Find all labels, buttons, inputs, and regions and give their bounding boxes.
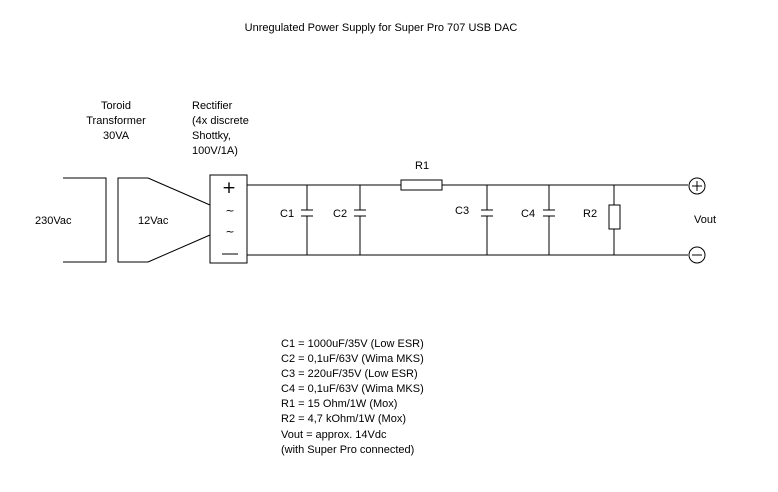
vout-label: Vout [694,214,716,226]
transformer-label-line2: Transformer [86,115,146,127]
c4-label: C4 [521,208,535,220]
output-negative-terminal [688,246,706,264]
note-line: Vout = approx. 14Vdc [281,428,387,441]
output-positive-terminal [688,177,706,195]
c3-label: C3 [455,205,469,217]
c2-label: C2 [333,208,347,220]
rectifier-label-line2: (4x discrete [192,115,249,127]
rectifier-label-line3: Shottky, [192,130,231,142]
resistor-r2 [608,204,621,230]
rectifier-ac-terminal-1: ~ [225,204,234,217]
resistor-r1 [400,179,443,191]
note-line: C3 = 220uF/35V (Low ESR) [281,368,418,381]
secondary-lead-top [147,177,211,206]
secondary-lead-bottom [147,234,211,263]
r1-label: R1 [415,160,429,172]
rectifier-plus-terminal: + [222,178,236,198]
r2-label: R2 [583,208,597,220]
diagram-title: Unregulated Power Supply for Super Pro 7… [245,22,518,34]
c1-label: C1 [280,208,294,220]
rectifier-label-line4: 100V/1A) [192,145,238,157]
note-line: C1 = 1000uF/35V (Low ESR) [281,338,424,350]
note-line: R1 = 15 Ohm/1W (Mox) [281,398,398,411]
note-line: (with Super Pro connected) [281,443,415,456]
note-line: C4 = 0,1uF/63V (Wima MKS) [281,383,424,396]
component-notes: C1 = 1000uF/35V (Low ESR) C2 = 0,1uF/63V… [281,337,541,458]
rectifier-ac-terminal-2: ~ [225,225,234,238]
primary-voltage-label: 230Vac [35,215,72,227]
secondary-voltage-label: 12Vac [138,215,169,227]
transformer-secondary-winding [117,177,148,263]
transformer-label-line3: 30VA [103,130,130,142]
transformer-label-line1: Toroid [101,100,131,112]
note-line: R2 = 4,7 kOhm/1W (Mox) [281,413,407,426]
rectifier-block [209,174,248,264]
transformer-primary-winding [63,177,107,263]
rectifier-label-line1: Rectifier [192,100,233,112]
note-line: C2 = 0,1uF/63V (Wima MKS) [281,353,424,366]
